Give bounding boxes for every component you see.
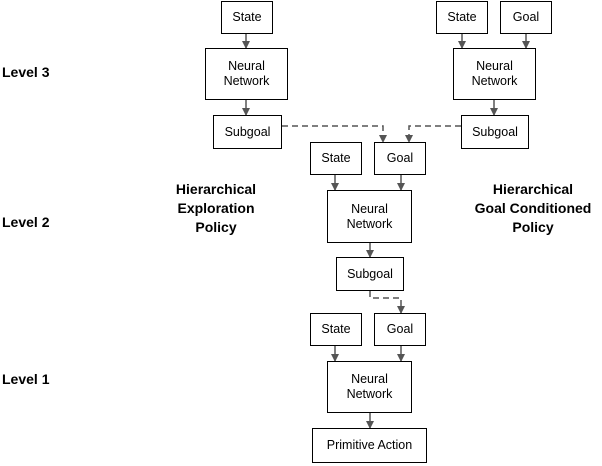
l2-subgoal-node: Subgoal (336, 257, 404, 291)
l2-goal-node: Goal (374, 142, 426, 175)
l1-neural-network-node: Neural Network (327, 361, 412, 413)
l3-left-state-node: State (221, 1, 273, 34)
l3-left-neural-network-node: Neural Network (205, 48, 288, 100)
l3-right-subgoal-node: Subgoal (461, 115, 529, 149)
l3-right-state-node: State (436, 1, 488, 34)
arrow-l3-right-subgoal-to-l2-goal (405, 125, 461, 143)
arrow-l3-left-subgoal-to-l2-goal (282, 125, 387, 143)
l1-goal-node: Goal (374, 313, 426, 346)
l3-left-subgoal-node: Subgoal (213, 115, 282, 149)
level-1-label: Level 1 (2, 371, 50, 387)
goal-conditioned-policy-title: Hierarchical Goal Conditioned Policy (474, 181, 592, 235)
l1-state-node: State (310, 313, 362, 346)
level-2-label: Level 2 (2, 214, 50, 230)
l3-right-goal-node: Goal (500, 1, 552, 34)
l1-primitive-action-node: Primitive Action (312, 428, 427, 463)
exploration-policy-title: Hierarchical Exploration Policy (175, 181, 257, 235)
arrow-l2-subgoal-to-l1-goal (369, 291, 405, 314)
l3-right-neural-network-node: Neural Network (453, 48, 536, 100)
level-3-label: Level 3 (2, 64, 50, 80)
l2-neural-network-node: Neural Network (327, 190, 412, 243)
l2-state-node: State (310, 142, 362, 175)
